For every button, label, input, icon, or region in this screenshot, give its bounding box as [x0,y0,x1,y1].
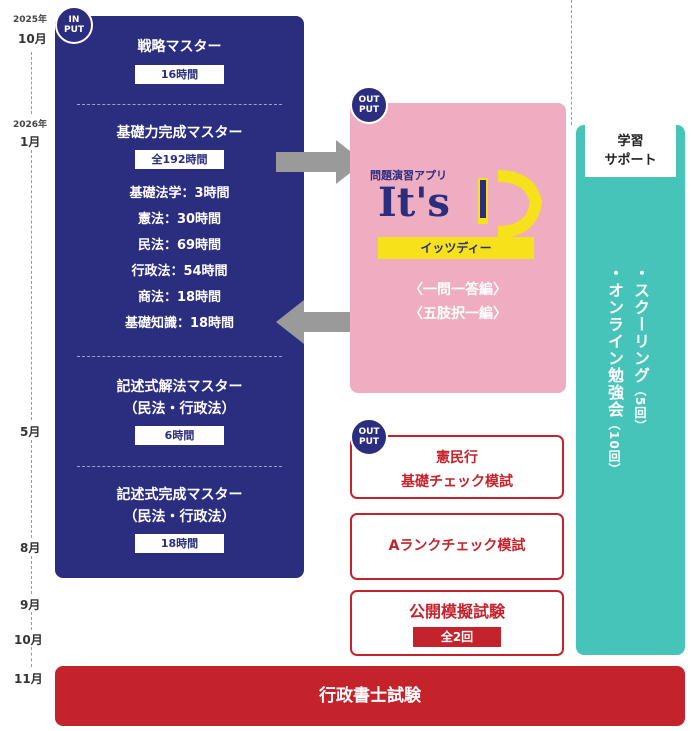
support-item-schooling: ・スクーリング（5回） [631,265,650,433]
course-title: 記述式完成マスター [116,487,243,503]
divider [77,356,282,357]
app-mode: 〈五肢択一編〉 [409,306,507,322]
mock-exam-a-rank: Aランクチェック模試 [350,513,564,580]
app-mode: 〈一問一答編〉 [409,282,507,298]
mock-count-badge: 全2回 [413,627,501,647]
support-title: 学習 サポート [585,125,676,177]
month-label-may: 5月 [20,425,41,439]
course-subtitle: （民法・行政法） [123,401,236,417]
course-title: 戦略マスター [137,39,222,55]
subject-hours: 行政法：54時間 [131,264,228,279]
app-caption: 問題演習アプリ [370,169,447,182]
final-exam-bar: 行政書士試験 [55,666,685,726]
course-title: 記述式解法マスター [116,379,243,395]
subject-hours: 基礎法学：3時間 [129,186,230,201]
divider [77,466,282,467]
arrow-left-icon [276,300,364,344]
app-logo-kana: イッツディー [378,237,534,259]
course-hours-badge: 6時間 [135,426,224,445]
timeline-line [31,150,32,420]
month-label-sep: 9月 [20,598,41,612]
support-divider-line [571,0,572,125]
month-label-oct: 10月 [18,32,47,46]
support-item-online-study: ・オンライン勉強会（10回） [605,265,624,476]
subject-hours: 基礎知識：18時間 [124,316,235,331]
learning-support-panel: 学習 サポート ・スクーリング（5回） ・オンライン勉強会（10回） [576,125,685,655]
app-logo-text: It's [378,179,450,226]
year-label-2026: 2026年 [13,120,48,130]
timeline-line-top [31,52,32,114]
timeline-line [31,647,32,667]
month-label-nov: 11月 [14,672,43,686]
subject-hours: 商法：18時間 [137,290,222,305]
timeline-line [31,556,32,594]
subject-hours: 民法：69時間 [137,238,222,253]
course-title: 基礎力完成マスター [116,125,243,141]
timeline-line [31,440,32,538]
input-course-panel: 戦略マスター 16時間 基礎力完成マスター 全192時間 基礎法学：3時間 憲法… [55,16,304,578]
month-label-jan: 1月 [20,135,41,149]
app-logo [478,170,543,238]
output-app-panel: 問題演習アプリ It's イッツディー 〈一問一答編〉 〈五肢択一編〉 [350,103,566,393]
course-hours-badge: 18時間 [135,534,224,553]
year-label-2025: 2025年 [13,15,48,25]
mock-exam-public: 公開模擬試験 全2回 [350,590,564,656]
timeline-line [31,612,32,630]
divider [77,104,282,105]
month-label-aug: 8月 [20,541,41,555]
subject-hours: 憲法：30時間 [137,212,222,227]
month-label-oct2: 10月 [14,633,43,647]
course-hours-badge: 16時間 [135,65,224,84]
course-hours-badge: 全192時間 [135,150,224,169]
course-subtitle: （民法・行政法） [123,509,236,525]
